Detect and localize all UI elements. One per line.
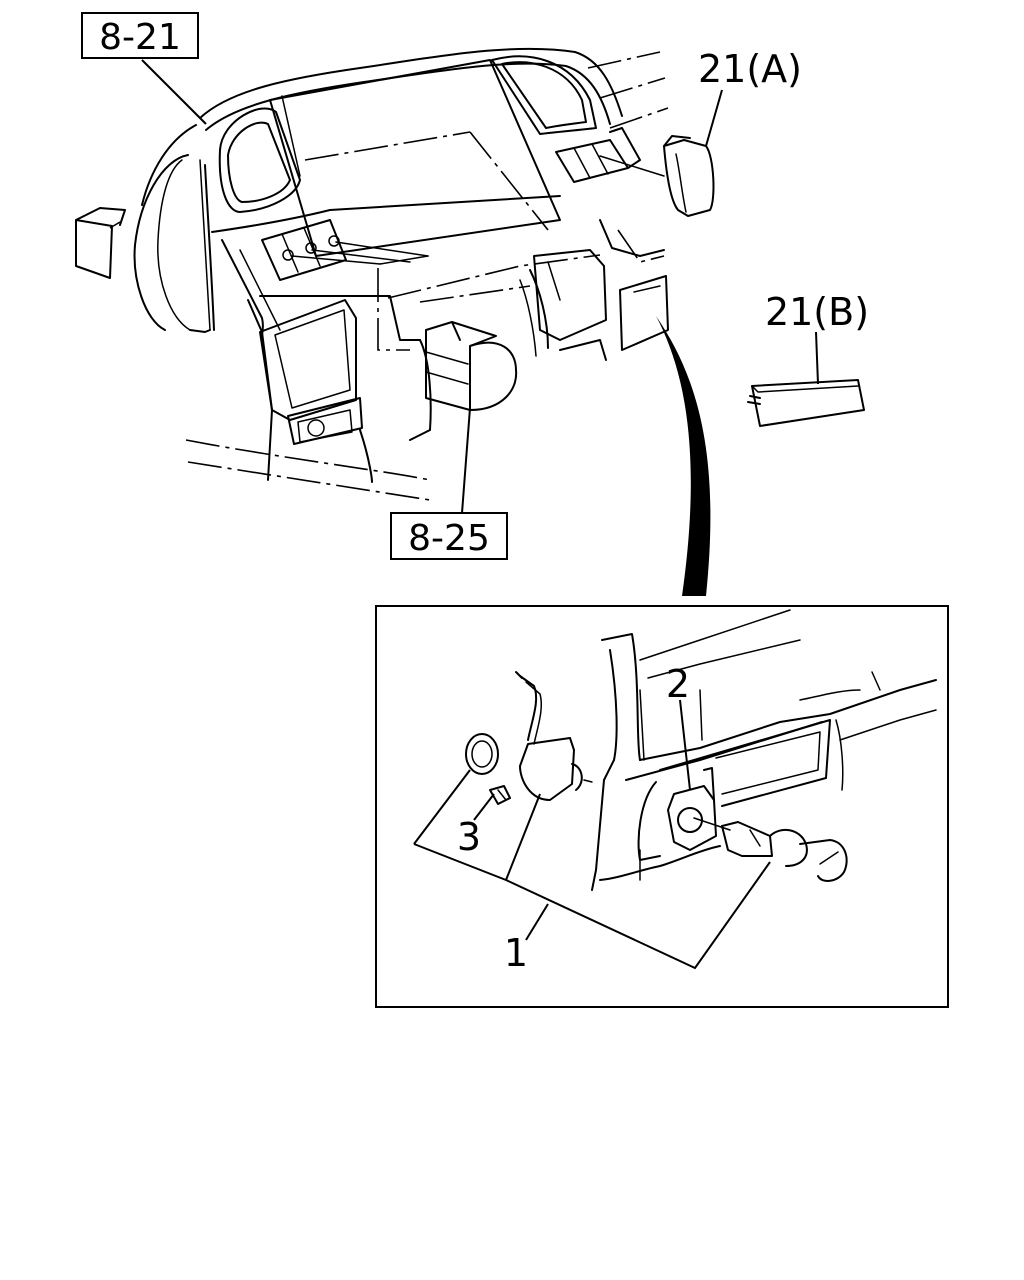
leader-21a: [705, 89, 723, 147]
instrument-panel-drawing: [75, 47, 669, 501]
part-21b-drawing: [747, 379, 865, 427]
ref-box-8-25[interactable]: 8-25: [390, 512, 508, 560]
ref-label-8-21: 8-21: [99, 17, 181, 58]
callout-part-3: 3: [457, 815, 481, 859]
leader-part-3: [473, 793, 495, 821]
leader-part-1: [413, 769, 771, 970]
leader-8-21: [141, 59, 207, 125]
callout-21a: 21(A): [698, 47, 802, 91]
leader-part-1-label: [525, 903, 549, 941]
callout-part-2: 2: [666, 662, 690, 706]
leader-part-2: [679, 699, 691, 791]
detail-frame: [375, 605, 949, 1008]
leader-21b: [815, 331, 819, 385]
detail-view: 2 3 1: [375, 605, 949, 1008]
zoom-pointer: [656, 316, 711, 596]
ref-label-8-25: 8-25: [408, 518, 490, 559]
callout-21b: 21(B): [765, 290, 869, 334]
switch-module-drawing: [425, 321, 518, 411]
ref-box-8-21[interactable]: 8-21: [81, 12, 199, 59]
leader-8-25: [461, 407, 471, 514]
callout-part-1: 1: [504, 931, 528, 975]
part-21a-drawing: [663, 135, 715, 217]
